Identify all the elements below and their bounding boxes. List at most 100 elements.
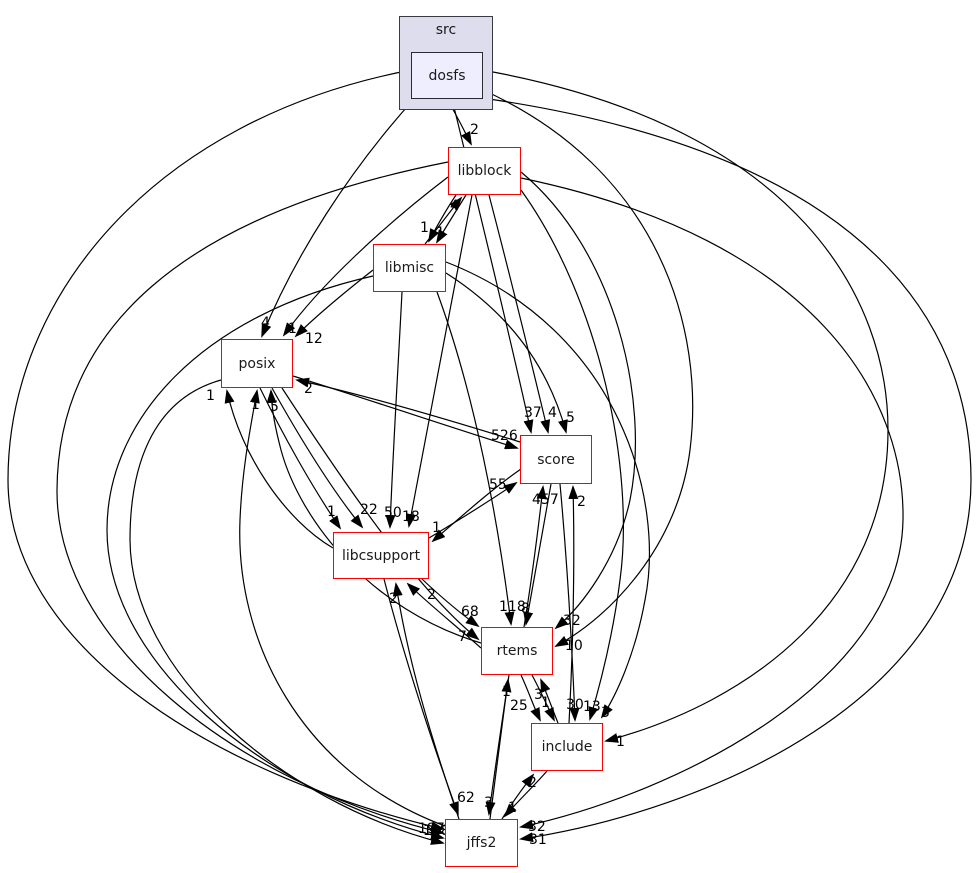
node-libmisc[interactable]: libmisc bbox=[373, 244, 446, 292]
edge-label-libmisc-to-include: 3 bbox=[601, 705, 610, 721]
node-libcsupport[interactable]: libcsupport bbox=[333, 532, 429, 579]
edge-posix-to-libcsupport bbox=[259, 387, 342, 530]
edge-label-posix-to-score: 526 bbox=[491, 428, 518, 444]
edge-include-to-score bbox=[568, 485, 579, 724]
edge-label-libblock-to-libmisc: 1 bbox=[420, 220, 429, 236]
edge-libblock-to-libmisc bbox=[428, 194, 457, 243]
node-jffs2-label: jffs2 bbox=[466, 835, 497, 851]
edge-posix-to-jffs2 bbox=[129, 379, 445, 845]
edge-label-jffs2-to-include: 2 bbox=[528, 775, 537, 791]
edge-libmisc-to-score bbox=[445, 272, 568, 434]
edge-libcsupport-to-jffs2 bbox=[383, 578, 459, 816]
edge-label-dosfs-to-score: 37 bbox=[524, 405, 542, 421]
edge-libcsupport-to-posix bbox=[224, 389, 334, 549]
edge-dosfs-to-score bbox=[451, 98, 534, 434]
edge-label-rtems-to-jffs2: 3 bbox=[484, 795, 493, 811]
edge-label-score-to-libcsupport: 1 bbox=[432, 520, 441, 536]
edge-label-libmisc-to-score: 5 bbox=[566, 410, 575, 426]
edge-label-libblock-to-libmisc: 1 bbox=[436, 225, 445, 241]
edge-label-include-to-jffs2: 1 bbox=[508, 800, 517, 816]
edge-libmisc-to-rtems bbox=[436, 291, 515, 626]
edge-label-dosfs-to-include: 1 bbox=[616, 734, 625, 750]
edge-label-rtems-to-include: 1 bbox=[541, 695, 550, 711]
edge-dosfs-to-jffs2 bbox=[7, 69, 445, 832]
edge-dosfs-to-posix bbox=[261, 98, 415, 338]
edge-label-libblock-to-include: 13 bbox=[583, 699, 601, 715]
node-rtems[interactable]: rtems bbox=[481, 627, 553, 675]
node-score[interactable]: score bbox=[520, 435, 592, 484]
edge-label-posix-to-libcsupport: 22 bbox=[360, 502, 378, 518]
edge-score-to-libcsupport bbox=[431, 468, 522, 543]
edge-label-libblock-to-libcsupport: 18 bbox=[402, 509, 420, 525]
edge-libblock-to-jffs2 bbox=[519, 177, 904, 830]
edge-label-include-to-score: 2 bbox=[577, 494, 586, 510]
edge-label-libcsupport-to-score: 55 bbox=[489, 477, 507, 493]
edge-libblock-to-libcsupport bbox=[406, 194, 473, 528]
edge-label-rtems-to-score: 457 bbox=[532, 492, 559, 508]
edge-label-posix-to-libcsupport: 1 bbox=[327, 504, 336, 520]
edge-jffs2-to-posix bbox=[239, 389, 446, 827]
edge-jffs2-to-libcsupport bbox=[392, 582, 460, 820]
edge-label-jffs2-to-libcsupport: 2 bbox=[389, 591, 398, 607]
edge-rtems-to-posix bbox=[266, 389, 482, 644]
edge-label-libblock-to-jffs2: 32 bbox=[528, 819, 546, 835]
edge-score-to-posix bbox=[295, 377, 521, 443]
edge-libcsupport-to-rtems bbox=[421, 578, 480, 628]
node-posix-label: posix bbox=[238, 355, 276, 372]
edge-include-to-jffs2 bbox=[503, 770, 548, 818]
edge-posix-to-libcsupport bbox=[271, 387, 364, 529]
edge-libblock-to-libmisc bbox=[435, 194, 467, 244]
edge-label-rtems-to-include: 25 bbox=[510, 698, 528, 714]
edge-label-jffs2-to-posix: 1 bbox=[251, 397, 260, 413]
edge-score-to-include bbox=[559, 483, 580, 722]
edge-libblock-to-score bbox=[488, 194, 551, 434]
node-score-label: score bbox=[537, 451, 575, 468]
edge-label-dosfs-to-libblock: 2 bbox=[470, 122, 479, 138]
edge-score-to-rtems bbox=[523, 483, 552, 626]
edge-include-to-rtems bbox=[540, 678, 559, 724]
edge-label-libmisc-to-rtems: 118 bbox=[499, 599, 526, 615]
edge-rtems-to-jffs2 bbox=[485, 674, 510, 816]
edge-label-rtems-to-posix: 5 bbox=[270, 399, 279, 415]
edge-label-score-to-include: 30 bbox=[566, 697, 584, 713]
edge-label-dosfs-to-rtems: 10 bbox=[565, 638, 583, 654]
edge-label-dosfs-to-jffs2: 31 bbox=[529, 832, 547, 848]
edge-label-score-to-rtems: 8 bbox=[521, 601, 530, 617]
edge-label-libcsupport-to-jffs2: 62 bbox=[457, 790, 475, 806]
edge-label-libmisc-to-libblock: 4 bbox=[450, 198, 459, 214]
edge-dosfs-to-jffs2 bbox=[488, 98, 972, 843]
edge-dosfs-to-include bbox=[492, 71, 889, 743]
edge-label-libcsupport-to-rtems: 68 bbox=[461, 604, 479, 620]
edge-libblock-to-posix bbox=[282, 176, 449, 337]
edge-label-libcsupport-to-posix: 1 bbox=[206, 388, 215, 404]
edge-label-libblock-to-posix: 1 bbox=[288, 321, 297, 337]
edge-label-libblock-to-rtems: 32 bbox=[563, 613, 581, 629]
node-libblock[interactable]: libblock bbox=[448, 147, 521, 195]
node-include[interactable]: include bbox=[531, 723, 603, 771]
edge-posix-to-score bbox=[292, 375, 519, 450]
node-posix[interactable]: posix bbox=[221, 339, 293, 388]
edge-libblock-to-include bbox=[520, 189, 624, 721]
edge-label-libblock-to-score: 4 bbox=[548, 405, 557, 421]
node-jffs2[interactable]: jffs2 bbox=[445, 819, 518, 867]
node-rtems-label: rtems bbox=[496, 643, 538, 659]
edge-libmisc-to-include bbox=[445, 261, 650, 719]
node-include-label: include bbox=[541, 739, 593, 755]
edge-label-dosfs-to-posix: 4 bbox=[261, 315, 270, 331]
edge-libblock-to-jffs2 bbox=[56, 161, 449, 836]
node-libblock-label: libblock bbox=[457, 163, 512, 179]
cluster-src-label: src bbox=[435, 22, 457, 38]
node-libcsupport-label: libcsupport bbox=[341, 547, 421, 564]
edge-rtems-to-include bbox=[531, 674, 555, 722]
edge-label-libmisc-to-libcsupport: 50 bbox=[384, 505, 402, 521]
edge-label-rtems-to-libcsupport: 2 bbox=[427, 587, 436, 603]
edge-libmisc-to-libblock bbox=[424, 196, 463, 245]
edge-label-libmisc-to-posix: 12 bbox=[305, 331, 323, 347]
edge-rtems-to-include bbox=[520, 674, 541, 722]
edge-libblock-to-rtems bbox=[520, 171, 636, 630]
edge-libmisc-to-libcsupport bbox=[385, 291, 403, 529]
edge-label-include-to-rtems: 3 bbox=[534, 687, 543, 703]
